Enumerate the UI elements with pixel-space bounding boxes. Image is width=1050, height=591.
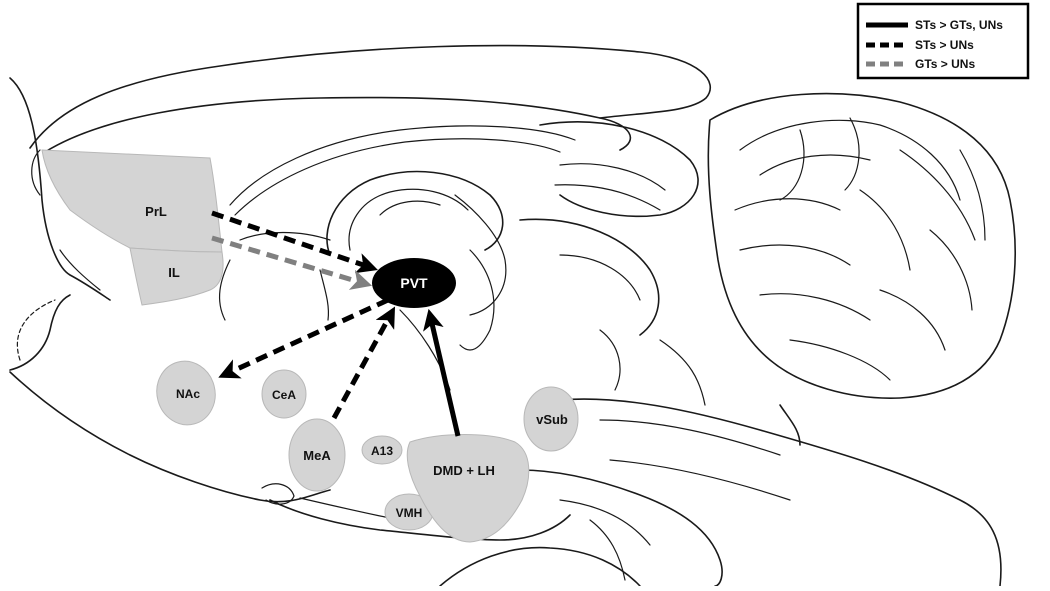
label-dmd-lh: DMD + LH (433, 463, 495, 478)
arrow-prl-pvt-dashed (211, 210, 378, 274)
arrow-mea-pvt-dashed (331, 306, 396, 420)
il-region (129, 247, 224, 306)
legend-label-3: GTs > UNs (915, 57, 975, 71)
arrow-dmdlh-pvt-solid (423, 308, 461, 437)
region-labels: PrL IL PVT NAc CeA MeA A13 DMD + LH VMH … (145, 204, 568, 520)
arrow-prl-pvt-gray (211, 235, 373, 290)
legend-label-1: STs > GTs, UNs (915, 18, 1003, 32)
label-vmh: VMH (396, 506, 423, 520)
label-pvt: PVT (400, 275, 428, 291)
arrow-pvt-nac-dashed (218, 297, 390, 379)
mea-region (288, 418, 346, 492)
legend-label-2: STs > UNs (915, 38, 974, 52)
pvt-node (372, 258, 456, 308)
cea-region (261, 369, 307, 419)
label-mea: MeA (303, 448, 331, 463)
vsub-region (523, 386, 579, 452)
regions (41, 149, 579, 543)
a13-region (361, 435, 403, 465)
label-nac: NAc (176, 387, 200, 401)
prl-region (41, 149, 223, 253)
nac-region (156, 360, 216, 426)
label-il: IL (168, 265, 180, 280)
projection-arrows (211, 210, 461, 437)
dmd-lh-region (406, 434, 530, 543)
brain-outline (9, 44, 1016, 587)
label-vsub: vSub (536, 412, 568, 427)
legend: STs > GTs, UNs STs > UNs GTs > UNs (856, 2, 1030, 80)
label-cea: CeA (272, 388, 296, 402)
label-a13: A13 (371, 444, 393, 458)
label-prl: PrL (145, 204, 167, 219)
